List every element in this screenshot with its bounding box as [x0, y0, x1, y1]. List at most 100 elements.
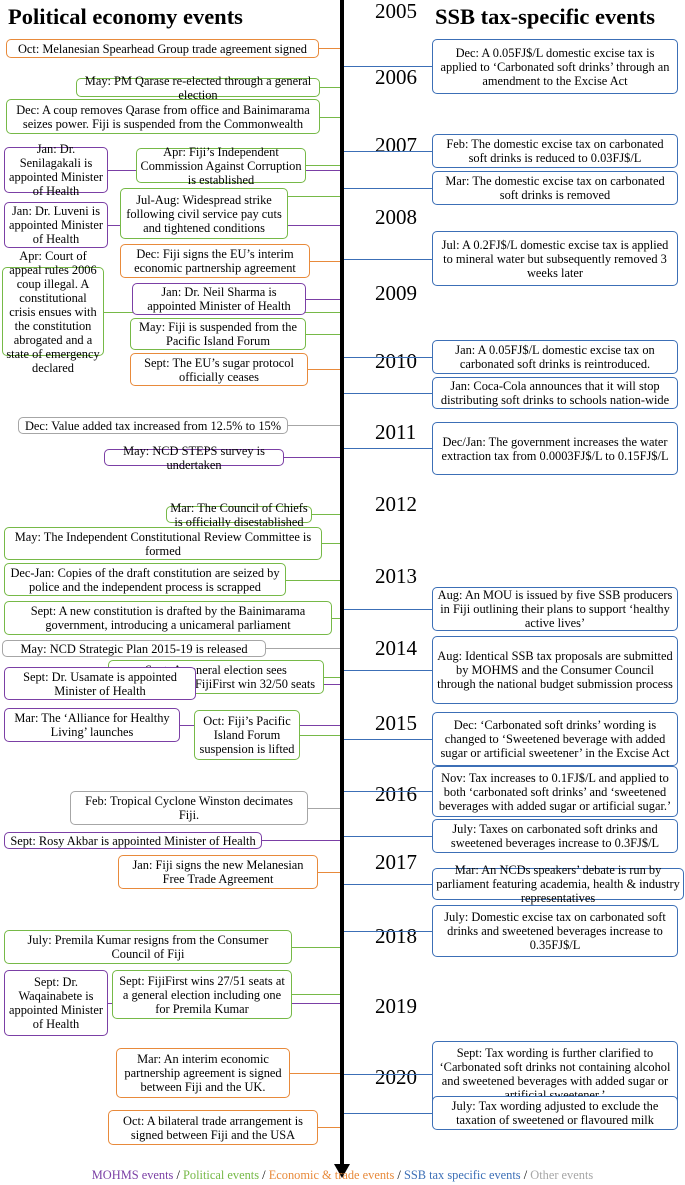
event-text: Dec: Value added tax increased from 12.5…	[24, 418, 282, 433]
connector-pif-suspended	[306, 334, 340, 335]
timeline-arrow-head	[334, 1164, 350, 1178]
legend-separator: /	[520, 1168, 531, 1182]
connector-sugar-protocol	[308, 369, 340, 370]
event-text: Apr: Fiji’s Independent Commission Again…	[140, 144, 302, 187]
event-text: Aug: An MOU is issued by five SSB produc…	[437, 588, 673, 630]
event-box-ssb-2016-july: July: Taxes on carbonated soft drinks an…	[432, 819, 678, 853]
event-text: July: Domestic excise tax on carbonated …	[444, 910, 666, 952]
event-text: Sept: A new constitution is drafted by t…	[30, 604, 306, 632]
event-text: Sept: Tax wording is further clarified t…	[439, 1046, 671, 1102]
event-box-kumar-resigns: July: Premila Kumar resigns from the Con…	[4, 930, 292, 964]
event-box-coca-cola: Jan: Coca-Cola announces that it will st…	[432, 377, 678, 409]
connector-ncd-debate	[344, 884, 432, 885]
event-text: Dec: ‘Carbonated soft drinks’ wording is…	[440, 718, 670, 760]
event-box-winston: Feb: Tropical Cyclone Winston decimates …	[70, 791, 308, 825]
connector-ssb-2017-july	[344, 931, 432, 932]
event-box-melanesian-spearhead: Oct: Melanesian Spearhead Group trade ag…	[6, 39, 319, 58]
connector-coup-2006	[320, 117, 340, 118]
connector-pif-lifted	[300, 735, 340, 736]
connector-melanesian-fta	[318, 872, 340, 873]
event-box-election-2018: Sept: FijiFirst wins 27/51 seats at a ge…	[112, 970, 292, 1019]
connector-winston	[308, 808, 340, 809]
event-text: Jan: Dr. Senilagakali is appointed Minis…	[9, 142, 103, 198]
ssb-tax-header: SSB tax-specific events	[435, 4, 655, 29]
event-box-melanesian-fta: Jan: Fiji signs the new Melanesian Free …	[118, 855, 318, 889]
year-label-2011: 2011	[373, 420, 419, 444]
event-box-steps: May: NCD STEPS survey is undertaken	[104, 444, 284, 472]
event-text: Oct: A bilateral trade arrangement is si…	[123, 1113, 303, 1142]
event-text: May: NCD STEPS survey is undertaken	[123, 443, 265, 472]
event-box-ssb-2015-wording: Dec: ‘Carbonated soft drinks’ wording is…	[432, 712, 678, 766]
connector-ssb-2016-increase	[344, 791, 432, 792]
event-box-ssb-2007-removed: Mar: The domestic excise tax on carbonat…	[432, 171, 678, 205]
year-label-2008: 2008	[373, 205, 419, 229]
event-box-sharma: Jan: Dr. Neil Sharma is appointed Minist…	[132, 283, 306, 315]
event-text: Jul: A 0.2FJ$/L domestic excise tax is a…	[441, 237, 669, 280]
event-text: Mar: An NCDs speakers’ debate is run by …	[436, 863, 680, 905]
event-text: Sept: Dr. Usamate is appointed Minister …	[23, 669, 177, 698]
event-box-luveni: Jan: Dr. Luveni is appointed Minister of…	[4, 202, 108, 248]
legend-item: SSB tax specific events	[403, 1168, 521, 1182]
event-text: Apr: Court of appeal rules 2006 coup ill…	[6, 248, 100, 375]
connector-qarase-reelected	[320, 87, 340, 88]
connector-coca-cola	[344, 393, 432, 394]
event-box-ssb-2010-reintro: Jan: A 0.05FJ$/L domestic excise tax on …	[432, 340, 678, 374]
event-text: Sept: Rosy Akbar is appointed Minister o…	[10, 833, 256, 848]
event-text: Dec: A 0.05FJ$/L domestic excise tax is …	[440, 45, 670, 88]
connector-ssb-2011-water	[344, 448, 432, 449]
event-text: July: Premila Kumar resigns from the Con…	[27, 933, 269, 961]
event-text: Jul-Aug: Widespread strike following civ…	[126, 192, 282, 235]
event-box-uk-agreement: Mar: An interim economic partnership agr…	[116, 1048, 290, 1098]
legend: MOHMS events / Political events / Econom…	[0, 1168, 685, 1183]
event-box-review-committee: May: The Independent Constitutional Revi…	[4, 527, 322, 560]
event-box-ssb-2007-reduced: Feb: The domestic excise tax on carbonat…	[432, 134, 678, 168]
event-text: May: PM Qarase re-elected through a gene…	[84, 73, 312, 102]
event-box-ncd-debate: Mar: An NCDs speakers’ debate is run by …	[432, 863, 684, 905]
political-economy-header: Political economy events	[8, 4, 243, 29]
legend-separator: /	[394, 1168, 404, 1182]
legend-item: Political events	[183, 1168, 260, 1182]
event-text: Mar: The ‘Alliance for Healthy Living’ l…	[14, 711, 170, 739]
connector-ssb-2010-reintro	[344, 357, 432, 358]
event-text: Dec: A coup removes Qarase from office a…	[16, 102, 310, 131]
event-text: Oct: Melanesian Spearhead Group trade ag…	[17, 41, 307, 56]
connector-sharma	[306, 299, 340, 300]
connector-ssb-2014-proposals	[344, 670, 432, 671]
event-text: Sept: FijiFirst wins 27/51 seats at a ge…	[119, 973, 285, 1016]
connector-eu-interim	[310, 261, 340, 262]
connector-election-2014	[324, 677, 340, 678]
event-box-coup-2006: Dec: A coup removes Qarase from office a…	[6, 99, 320, 134]
event-box-draft-seized: Dec-Jan: Copies of the draft constitutio…	[4, 563, 286, 596]
connector-ssb-2007-removed	[344, 188, 432, 189]
year-label-2012: 2012	[373, 492, 419, 516]
connector-ssb-2016-july	[344, 836, 432, 837]
connector-ssb-2020-milk	[344, 1113, 432, 1114]
event-box-anti-corruption: Apr: Fiji’s Independent Commission Again…	[136, 145, 306, 187]
connector-ssb-2008-water	[344, 259, 432, 260]
event-text: Jan: Dr. Luveni is appointed Minister of…	[9, 204, 103, 246]
event-text: May: NCD Strategic Plan 2015-19 is relea…	[20, 641, 248, 656]
connector-chiefs	[312, 514, 340, 515]
event-box-eu-interim: Dec: Fiji signs the EU’s interim economi…	[120, 244, 310, 278]
event-text: May: Fiji is suspended from the Pacific …	[139, 320, 297, 348]
event-text: Dec-Jan: Copies of the draft constitutio…	[10, 565, 280, 594]
legend-item: MOHMS events	[91, 1168, 174, 1182]
event-text: Nov: Tax increases to 0.1FJ$/L and appli…	[438, 770, 672, 813]
event-box-pif-suspended: May: Fiji is suspended from the Pacific …	[130, 318, 306, 350]
event-text: Oct: Fiji’s Pacific Island Forum suspens…	[199, 714, 295, 756]
event-text: Dec/Jan: The government increases the wa…	[441, 434, 669, 463]
event-box-alliance: Mar: The ‘Alliance for Healthy Living’ l…	[4, 708, 180, 742]
event-box-court-appeal: Apr: Court of appeal rules 2006 coup ill…	[2, 249, 104, 375]
event-text: Feb: The domestic excise tax on carbonat…	[446, 137, 664, 165]
connector-ssb-2013-mou	[344, 609, 432, 610]
connector-melanesian-spearhead	[319, 48, 340, 49]
legend-separator: /	[173, 1168, 183, 1182]
event-box-pif-lifted: Oct: Fiji’s Pacific Island Forum suspens…	[194, 710, 300, 760]
event-text: Sept: The EU’s sugar protocol officially…	[144, 355, 294, 384]
event-box-ssb-2005-excise: Dec: A 0.05FJ$/L domestic excise tax is …	[432, 39, 678, 94]
connector-anti-corruption	[306, 165, 340, 166]
event-box-usamate: Sept: Dr. Usamate is appointed Minister …	[4, 667, 196, 700]
event-text: July: Taxes on carbonated soft drinks an…	[450, 822, 660, 850]
event-box-ssb-2008-water: Jul: A 0.2FJ$/L domestic excise tax is a…	[432, 231, 678, 286]
connector-ncd-plan	[266, 648, 340, 649]
